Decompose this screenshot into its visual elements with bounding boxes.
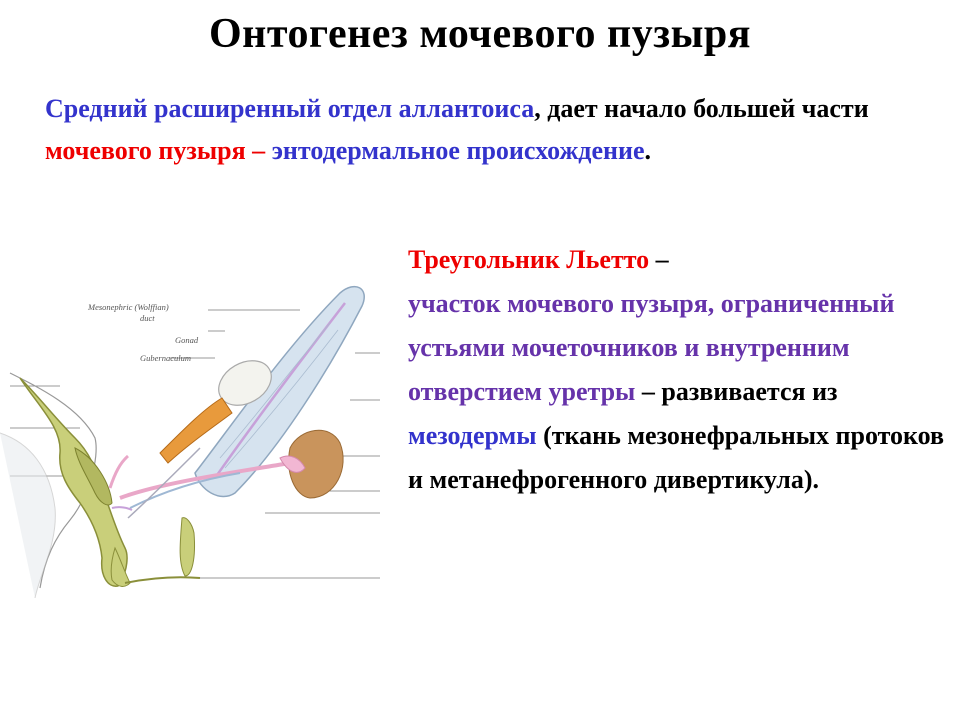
endoderm-term: энтодермальное происхождение bbox=[271, 136, 645, 165]
trigone-term: Треугольник Льетто bbox=[408, 245, 650, 274]
bladder-primordium bbox=[74, 447, 113, 506]
develops-text: – развивается из bbox=[635, 377, 838, 406]
gubernaculum bbox=[159, 397, 233, 464]
label-wolffian-duct-2: duct bbox=[140, 313, 155, 323]
trigone-paragraph: Треугольник Льетто – участок мочевого пуз… bbox=[408, 238, 948, 502]
urogenital-sinus bbox=[19, 377, 128, 587]
ureter bbox=[119, 461, 291, 500]
page-title: Онтогенез мочевого пузыря bbox=[209, 11, 751, 57]
allantois-term: Средний расширенный отдел аллантоиса bbox=[45, 94, 535, 123]
allantois-paragraph: Средний расширенный отдел аллантоиса, да… bbox=[45, 88, 935, 172]
trigone-definition: участок мочевого пузыря, ограниченный ус… bbox=[408, 289, 895, 406]
cloacal-membrane bbox=[124, 576, 201, 584]
bladder-term: мочевого пузыря – bbox=[45, 136, 266, 165]
body-wall bbox=[0, 432, 56, 598]
allantois-duct bbox=[108, 454, 130, 489]
dash-text: – bbox=[649, 245, 669, 274]
cloaca-bulb bbox=[110, 546, 131, 587]
label-gonad: Gonad bbox=[175, 335, 199, 345]
allantois-text: , дает начало большей части bbox=[534, 94, 869, 123]
label-wolffian-duct-1: Mesonephric (Wolffian) bbox=[87, 302, 169, 312]
duct-line bbox=[127, 447, 201, 519]
period-text: . bbox=[644, 136, 652, 165]
ureteric-bud bbox=[279, 455, 306, 473]
collecting-duct bbox=[129, 472, 241, 509]
gonad bbox=[218, 360, 272, 406]
rectum bbox=[179, 517, 195, 577]
metanephros bbox=[288, 429, 344, 499]
mesoderm-term: мезодермы bbox=[408, 421, 537, 450]
embryology-illustration: Mesonephric (Wolffian) duct Gonad Gubern… bbox=[0, 285, 380, 598]
label-gubernaculum: Gubernaculum bbox=[140, 353, 191, 363]
tissue-text: (ткань мезонефральных протоков и метанеф… bbox=[408, 421, 945, 494]
